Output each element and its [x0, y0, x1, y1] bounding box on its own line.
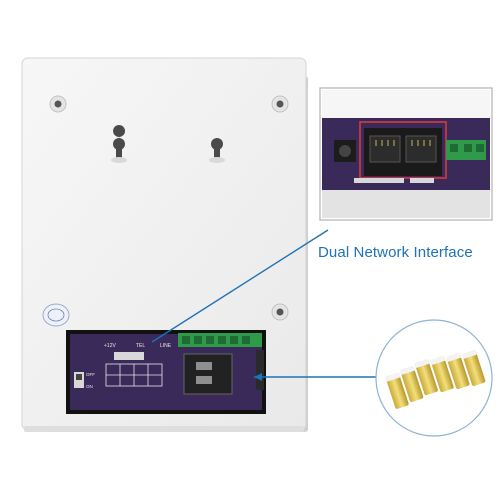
screw-hole-top-left: [49, 95, 67, 113]
circuit-board-window: [66, 330, 266, 414]
keyhole-slot-left: [111, 125, 127, 163]
screw-hole-bottom-right: [271, 303, 289, 321]
board-label-off: OFF: [86, 372, 95, 377]
inset-network-closeup: [319, 87, 493, 221]
dual-network-interface-caption: Dual Network Interface: [318, 244, 473, 261]
inset-batteries: [375, 319, 493, 437]
screw-hole-top-right: [271, 95, 289, 113]
board-label-power: +12V: [104, 343, 116, 349]
board-label-on: ON: [86, 384, 93, 389]
board-label-line: LINE: [160, 343, 172, 349]
board-label-tel: TEL: [136, 343, 145, 349]
certification-sticker: [42, 303, 70, 327]
arrow-icon: [254, 373, 262, 381]
keyhole-slot-right: [209, 138, 225, 163]
callout-line-network: [151, 229, 329, 343]
